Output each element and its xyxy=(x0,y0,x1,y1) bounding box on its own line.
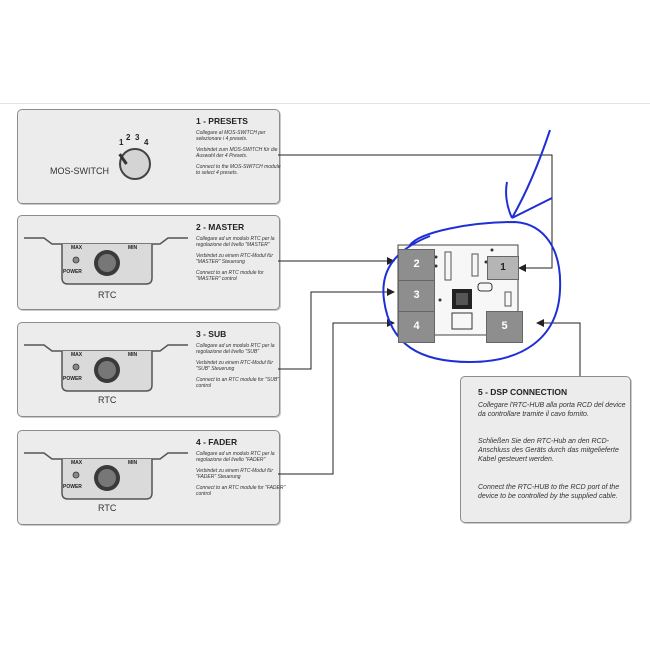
presets-text-it: Collegare al MOS-SWITCH per selezionare … xyxy=(196,130,266,142)
port-3-label: 3 xyxy=(413,289,420,301)
dsp-text-en: Connect the RTC-HUB to the RCD port of t… xyxy=(478,484,620,500)
line-dsp xyxy=(536,319,581,376)
rtc-module-icon xyxy=(24,344,188,392)
hand-drawn-circle-annotation xyxy=(382,220,562,364)
line-sub xyxy=(278,288,395,370)
knob-number-1: 1 xyxy=(119,138,124,147)
presets-panel: 1 2 3 4 MOS-SWITCH 1 - PRESETS Collegare… xyxy=(17,109,280,204)
rtc-max-label: MAX xyxy=(71,352,83,358)
rtc-module-icon xyxy=(24,452,188,500)
rtc-label: RTC xyxy=(98,395,117,405)
fader-title: 4 - FADER xyxy=(196,437,238,447)
knob-number-4: 4 xyxy=(144,138,149,147)
rtc-label: RTC xyxy=(98,290,117,300)
rtc-power-label: POWER xyxy=(63,376,82,382)
fader-description: 4 - FADER Collegare ad un modulo RTC per… xyxy=(196,437,286,502)
dsp-connection-panel: 5 - DSP CONNECTION Collegare l'RTC-HUB a… xyxy=(460,376,631,523)
dsp-text-it: Collegare l'RTC-HUB alla porta RCD del d… xyxy=(478,402,626,418)
port-5-label: 5 xyxy=(501,320,508,332)
hub-port-4: 4 xyxy=(398,311,435,343)
rtc-label: RTC xyxy=(98,503,117,513)
presets-text-en: Connect to the MOS-SWITCH module to sele… xyxy=(196,164,281,176)
line-fader xyxy=(278,319,395,475)
port-2-label: 2 xyxy=(413,258,420,270)
rtc-max-label: MAX xyxy=(71,245,83,251)
rtc-module-icon xyxy=(24,237,188,285)
sub-text-de: Verbindet zu einem RTC-Modul für "SUB" S… xyxy=(196,360,273,372)
crystal-icon xyxy=(477,282,493,292)
hub-port-1: 1 xyxy=(487,256,519,280)
port-4-label: 4 xyxy=(413,320,420,332)
rtc-max-label: MAX xyxy=(71,460,83,466)
rtc-min-label: MIN xyxy=(128,460,138,466)
rtc-power-label: POWER xyxy=(63,484,82,490)
line-presets xyxy=(278,154,553,272)
master-panel: MAX MIN POWER RTC 2 - MASTER Collegare a… xyxy=(17,215,280,310)
dsp-title: 5 - DSP CONNECTION xyxy=(478,387,568,397)
port-1-label: 1 xyxy=(500,262,506,273)
presets-title: 1 - PRESETS xyxy=(196,116,248,126)
master-text-en: Connect to an RTC module for "MASTER" co… xyxy=(196,270,264,282)
hub-port-5: 5 xyxy=(486,311,523,343)
fader-text-de: Verbindet zu einem RTC-Modul für "FADER"… xyxy=(196,468,273,480)
fader-panel: MAX MIN POWER RTC 4 - FADER Collegare ad… xyxy=(17,430,285,525)
sub-panel: MAX MIN POWER RTC 3 - SUB Collegare ad u… xyxy=(17,322,280,417)
knob-number-2: 2 xyxy=(126,133,131,142)
presets-description: 1 - PRESETS Collegare al MOS-SWITCH per … xyxy=(196,116,286,181)
master-text-it: Collegare ad un modulo RTC per la regola… xyxy=(196,236,275,248)
master-text-de: Verbindet zu einem RTC-Modul für "MASTER… xyxy=(196,253,273,265)
sub-text-en: Connect to an RTC module for "SUB" contr… xyxy=(196,377,279,389)
master-description: 2 - MASTER Collegare ad un modulo RTC pe… xyxy=(196,222,286,287)
fader-text-en: Connect to an RTC module for "FADER" con… xyxy=(196,485,286,497)
hub-port-3: 3 xyxy=(398,280,435,312)
rtc-power-label: POWER xyxy=(63,269,82,275)
rtc-min-label: MIN xyxy=(128,245,138,251)
rtc-min-label: MIN xyxy=(128,352,138,358)
fader-text-it: Collegare ad un modulo RTC per la regola… xyxy=(196,451,275,463)
sub-text-it: Collegare ad un modulo RTC per la regola… xyxy=(196,343,275,355)
presets-text-de: Verbindet zum MOS-SWITCH für die Auswahl… xyxy=(196,147,278,159)
hub-port-2: 2 xyxy=(398,249,435,281)
knob-number-3: 3 xyxy=(135,133,140,142)
dsp-text-de: Schließen Sie den RTC-Hub an den RCD-Ans… xyxy=(478,438,619,463)
sub-description: 3 - SUB Collegare ad un modulo RTC per l… xyxy=(196,329,286,394)
sub-title: 3 - SUB xyxy=(196,329,227,339)
master-title: 2 - MASTER xyxy=(196,222,245,232)
mos-switch-label: MOS-SWITCH xyxy=(50,166,109,176)
top-divider xyxy=(0,103,650,104)
hand-drawn-arrow-annotation xyxy=(505,129,553,219)
connector-icon xyxy=(451,312,473,330)
